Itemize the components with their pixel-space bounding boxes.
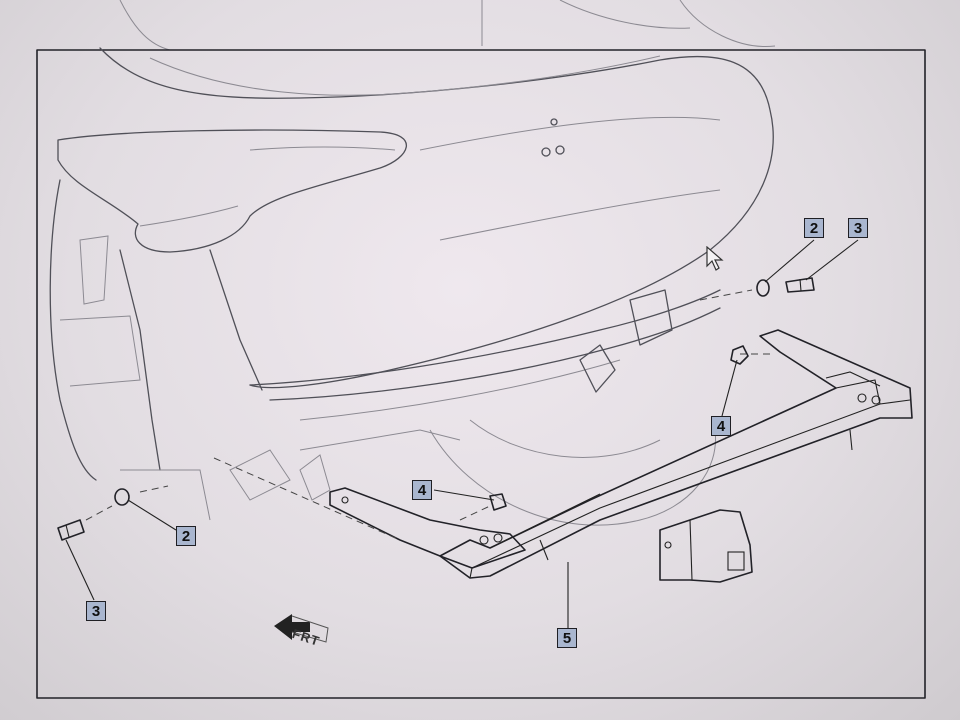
callout-5: 5 xyxy=(557,628,577,648)
leader-lines xyxy=(65,239,859,628)
diagram-frame xyxy=(36,49,926,699)
callout-4-middle: 4 xyxy=(412,480,432,500)
left-hardware xyxy=(57,488,130,541)
callout-2-right: 2 xyxy=(804,218,824,238)
callout-2-left: 2 xyxy=(176,526,196,546)
background-page-lines xyxy=(119,0,776,51)
vehicle-rear-body xyxy=(49,47,774,526)
hitch-receiver xyxy=(329,329,913,583)
callout-4-right: 4 xyxy=(711,416,731,436)
front-arrow-icon xyxy=(274,614,329,643)
right-hardware xyxy=(489,277,815,511)
mouse-cursor-icon xyxy=(706,246,724,271)
callout-3-right: 3 xyxy=(848,218,868,238)
callout-3-left: 3 xyxy=(86,601,106,621)
alignment-lines xyxy=(85,289,770,541)
